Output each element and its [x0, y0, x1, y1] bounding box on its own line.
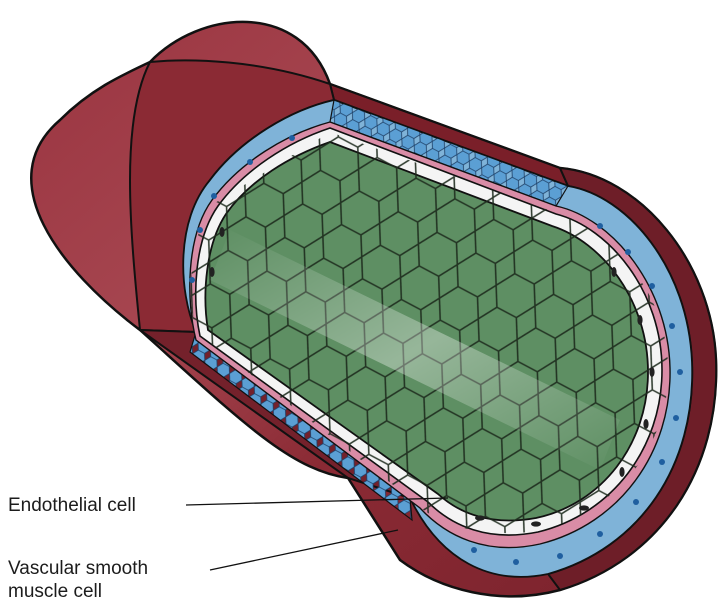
smooth-muscle-cell-label: Vascular smooth muscle cell — [8, 557, 208, 603]
smooth-muscle-leader-line — [210, 530, 398, 570]
endothelial-cell-label: Endothelial cell — [8, 494, 136, 517]
